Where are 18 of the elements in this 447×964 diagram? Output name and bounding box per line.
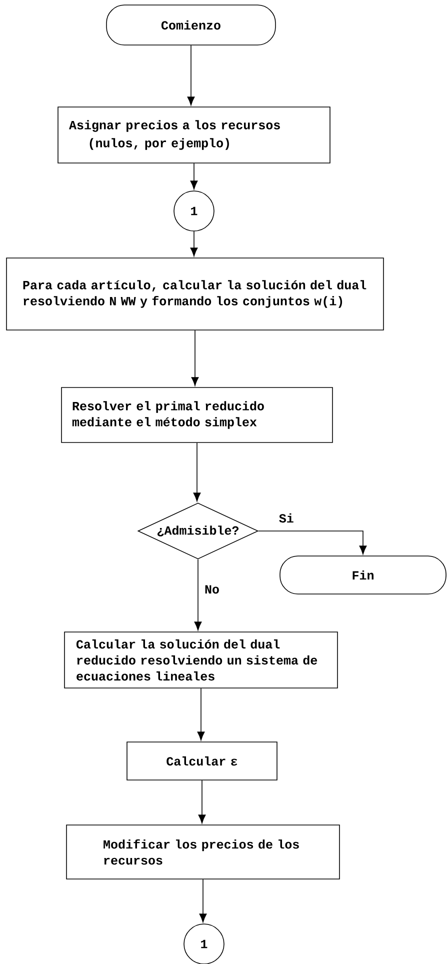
arrow: [197, 688, 205, 740]
process-box: Para cada artículo, calcular la solución del dual resolviendo N WW y formando los conjuntos w(i): [6, 258, 384, 330]
arrow: [190, 231, 198, 256]
process-box: Asignar precios a los recursos (nulos, por ejemplo): [58, 106, 330, 164]
edge-label: No: [204, 584, 220, 595]
process-box: Calcular la solución del dual reducido resolviendo un sistema de ecuaciones lineales: [64, 632, 338, 688]
process-box: Calcular ε: [126, 742, 278, 780]
arrow: [199, 879, 207, 922]
arrow: [198, 780, 206, 824]
arrow: [193, 442, 201, 502]
arrow: [190, 163, 198, 190]
process-box: Resolver el primal reducido mediante el método simplex: [61, 387, 333, 443]
arrow: [187, 45, 195, 106]
process-box: Modificar los precios de los recursos: [66, 824, 340, 880]
arrow: [194, 559, 202, 630]
arrow: [191, 330, 199, 386]
arrow: [258, 530, 367, 554]
edge-label: Si: [278, 512, 295, 524]
